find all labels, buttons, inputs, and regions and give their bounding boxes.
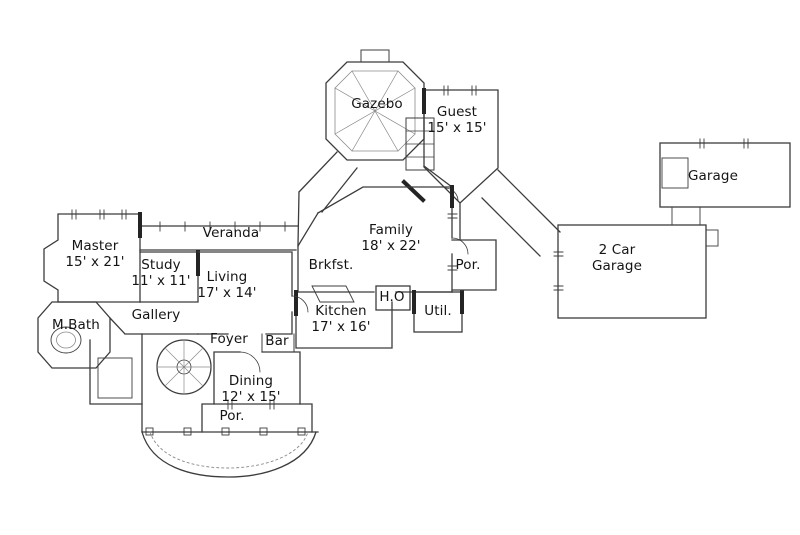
room-label-por-right: Por. bbox=[455, 257, 481, 273]
gazebo-structure bbox=[325, 49, 425, 161]
family-room bbox=[295, 185, 458, 293]
two-car-garage-structure bbox=[553, 224, 719, 319]
breezeway bbox=[481, 169, 561, 257]
porch-bottom-structure bbox=[141, 403, 319, 478]
room-label-veranda: Veranda bbox=[202, 225, 260, 241]
room-label-m-bath: M.Bath bbox=[52, 317, 100, 333]
study-room bbox=[139, 250, 200, 303]
room-label-bar: Bar bbox=[265, 333, 289, 349]
utility-room bbox=[412, 290, 464, 333]
room-label-foyer: Foyer bbox=[210, 331, 248, 347]
porch-right-structure bbox=[451, 237, 497, 291]
door-swing bbox=[291, 295, 309, 313]
ho-closet bbox=[375, 285, 411, 311]
room-label-ho: H.O bbox=[379, 289, 405, 305]
room-label-util: Util. bbox=[424, 303, 452, 319]
gazebo-corridor bbox=[297, 151, 358, 246]
gallery-hall bbox=[109, 317, 199, 335]
left-wing bbox=[89, 333, 143, 405]
living-room bbox=[197, 251, 293, 335]
room-label-brkfst: Brkfst. bbox=[308, 257, 354, 273]
room-label-garage: Garage bbox=[687, 168, 739, 184]
room-label-por-bottom: Por. bbox=[219, 408, 245, 424]
dining-room bbox=[213, 351, 301, 410]
room-label-gazebo: Gazebo bbox=[351, 96, 403, 112]
room-label-gallery: Gallery bbox=[131, 307, 181, 323]
master-suite bbox=[43, 209, 142, 303]
veranda-strip bbox=[139, 221, 299, 251]
garage-structure bbox=[659, 138, 791, 226]
master-bath bbox=[37, 301, 111, 369]
rear-stair bbox=[405, 117, 435, 171]
foyer-stair bbox=[156, 339, 261, 395]
guest-suite bbox=[401, 85, 499, 241]
